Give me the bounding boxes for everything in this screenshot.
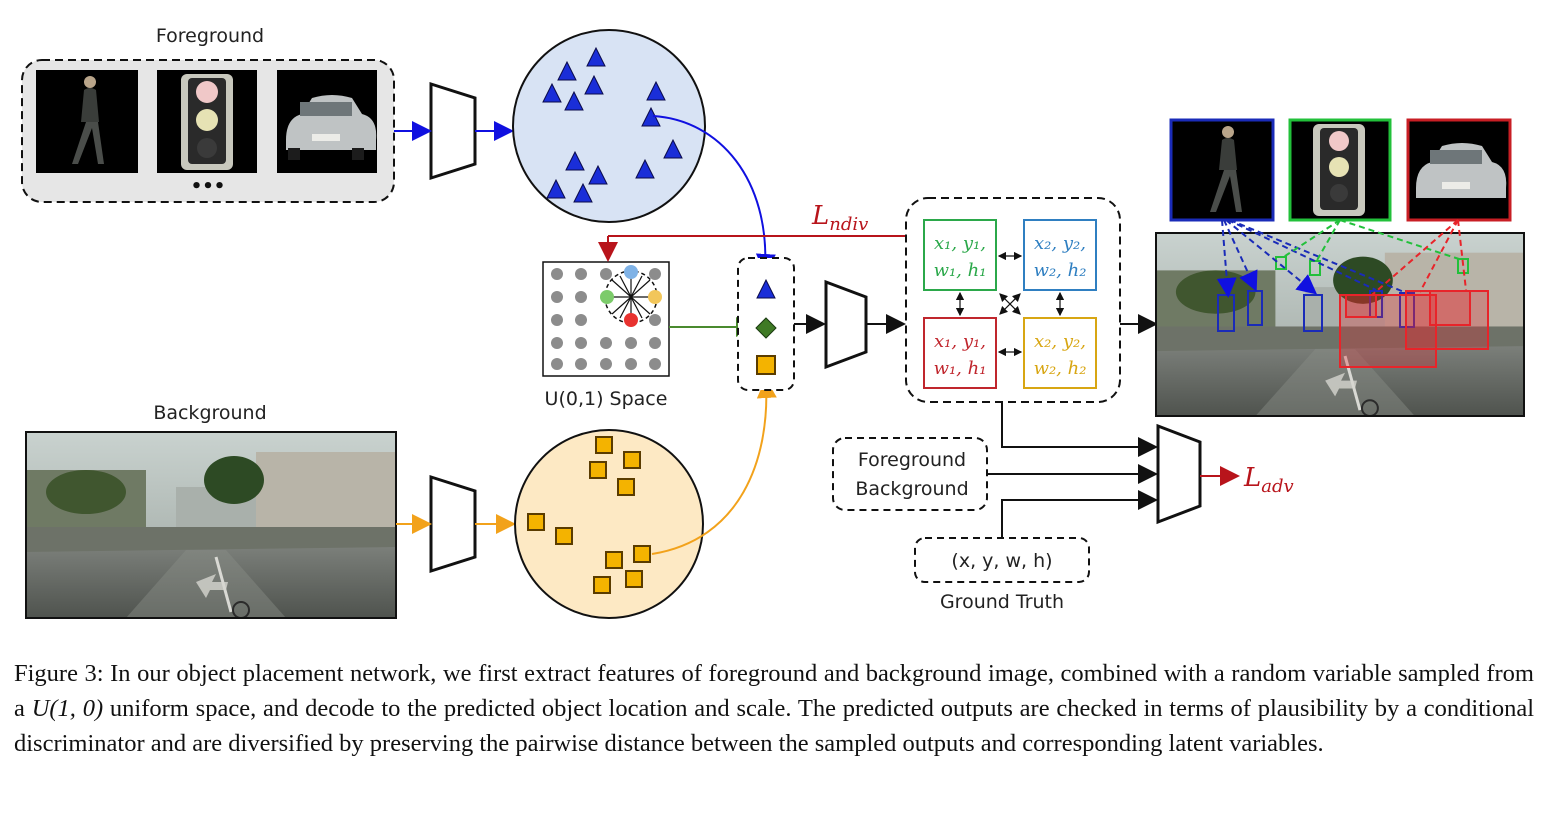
output-box-1: x₁, y₁, w₁, h₁ <box>923 219 997 291</box>
svg-text:w₂, h₂: w₂, h₂ <box>1034 260 1087 281</box>
background-feature-space <box>514 429 704 619</box>
svg-text:x₁, y₁,: x₁, y₁, <box>934 331 986 352</box>
more-items-ellipsis: ••• <box>191 176 226 197</box>
result-street-scene <box>1154 231 1526 418</box>
object-placement-diagram: Foreground ••• <box>21 25 1526 620</box>
svg-text:w₁, h₁: w₁, h₁ <box>934 260 987 281</box>
output-box-2: x₂, y₂, w₂, h₂ <box>1023 219 1097 291</box>
pedestrian-thumbnail <box>36 70 138 173</box>
caption-math: U(1, 0) <box>31 695 104 722</box>
ground-truth-label: Ground Truth <box>940 591 1064 613</box>
car-thumbnail <box>277 70 377 173</box>
decoder-icon <box>824 279 868 370</box>
foreground-label: Foreground <box>156 25 264 47</box>
ground-truth-values: (x, y, w, h) <box>951 550 1052 572</box>
caption-prefix: Figure 3: In our object placement networ… <box>14 660 1534 722</box>
uniform-space-label: U(0,1) Space <box>545 388 668 410</box>
background-label: Background <box>153 402 266 424</box>
svg-text:x₁, y₁,: x₁, y₁, <box>934 233 986 254</box>
square-feature-icon <box>756 355 776 375</box>
svg-text:x₂, y₂,: x₂, y₂, <box>1034 233 1086 254</box>
foreground-feature-space <box>512 29 706 223</box>
condition-foreground-label: Foreground <box>858 449 966 471</box>
traffic-light-thumbnail <box>157 70 257 173</box>
result-pedestrian-thumbnail <box>1169 118 1275 222</box>
loss-ndiv-label: Lndiv <box>811 201 868 235</box>
condition-background-label: Background <box>855 478 968 500</box>
pairwise-distance-arrows <box>955 251 1065 357</box>
ground-truth-box <box>914 537 1090 583</box>
loss-adv-label: Ladv <box>1243 463 1294 497</box>
result-traffic-light-thumbnail <box>1288 118 1392 222</box>
svg-text:x₂, y₂,: x₂, y₂, <box>1034 331 1086 352</box>
svg-text:w₁, h₁: w₁, h₁ <box>934 358 987 379</box>
street-scene-image <box>24 430 398 620</box>
caption-suffix: uniform space, and decode to the predict… <box>14 695 1534 757</box>
placement-dashed-lines <box>1216 219 1467 298</box>
foreground-encoder-icon <box>429 81 477 181</box>
diamond-latent-icon <box>755 317 777 339</box>
triangle-feature-icon <box>756 278 776 299</box>
output-box-4: x₂, y₂, w₂, h₂ <box>1023 317 1097 389</box>
discriminator-icon <box>1156 423 1202 525</box>
background-encoder-icon <box>429 474 477 574</box>
output-box-3: x₁, y₁, w₁, h₁ <box>923 317 997 389</box>
result-car-thumbnail <box>1406 118 1512 222</box>
uniform-latent-space <box>542 261 670 377</box>
svg-text:w₂, h₂: w₂, h₂ <box>1034 358 1087 379</box>
figure-caption: Figure 3: In our object placement networ… <box>14 656 1534 761</box>
